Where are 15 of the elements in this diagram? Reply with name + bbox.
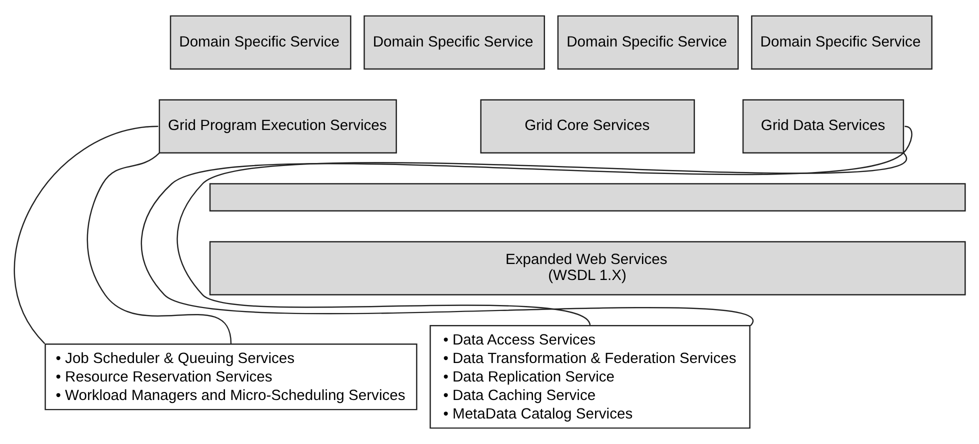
connector: [176, 152, 904, 326]
node-box: • Data Access Services • Data Transformation & Federation Services • Data Replication Service • Data Caching Service • MetaData Catalog Services: [430, 325, 750, 429]
node-box: Grid Program Execution Services: [158, 99, 397, 154]
node-bar: [209, 183, 966, 212]
connector: [86, 152, 232, 344]
node-box: Domain Specific Service: [364, 15, 545, 70]
node-box: Domain Specific Service: [751, 15, 932, 70]
node-box: Domain Specific Service: [170, 15, 352, 70]
node-box: Expanded Web Services (WSDL 1.X): [209, 241, 966, 296]
node-box: Grid Data Services: [742, 99, 904, 154]
connector: [14, 126, 158, 344]
node-box: • Job Scheduler & Queuing Services • Resource Reservation Services • Workload Managers and Micro-Scheduling Services: [44, 344, 418, 410]
node-box: Domain Specific Service: [557, 15, 739, 70]
node-box: Grid Core Services: [480, 99, 695, 154]
connector: [141, 126, 912, 326]
